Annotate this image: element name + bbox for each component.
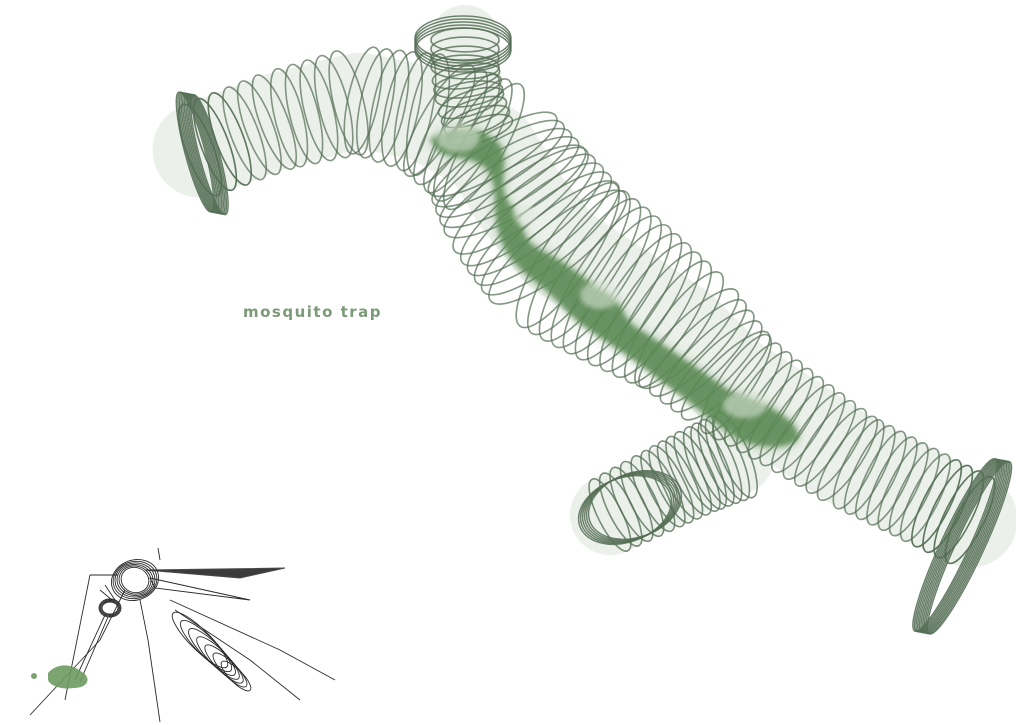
chamber-pod [723,392,767,418]
antenna [100,590,112,600]
leg [280,650,335,680]
abdomen-mesh [175,615,238,678]
thorax-mesh [116,563,154,596]
abdomen-mesh [166,606,234,674]
abdomen-mesh [200,640,248,688]
blood-drop [48,665,88,688]
leg [175,610,250,660]
abdomen-mesh [192,632,245,685]
abdomen-mesh [217,657,254,694]
wing-upper [145,568,285,578]
chamber-pod [436,124,480,152]
blood-speck [31,673,37,679]
proboscis [80,617,108,682]
leg [250,660,300,700]
leg [148,640,160,722]
leg [158,548,160,560]
leg [140,600,148,640]
mosquito-wireframe [30,548,335,722]
abdomen-mesh [183,623,241,681]
thorax-mesh [116,563,153,597]
chamber-pod [513,205,537,225]
leg [170,600,280,650]
abdomen-mesh [209,649,251,691]
caption-label: mosquito trap [243,303,382,321]
wing-lower [150,578,250,600]
chamber-pod [580,281,620,309]
